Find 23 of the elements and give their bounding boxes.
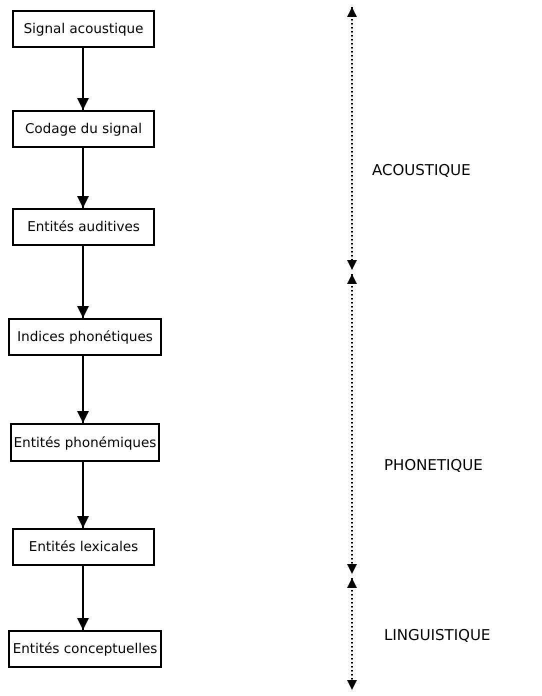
process-box	[8, 318, 162, 356]
process-box	[12, 208, 155, 246]
box-label: Indices phonétiques	[17, 329, 153, 345]
range-label: ACOUSTIQUE	[372, 161, 471, 179]
arrow	[77, 566, 89, 630]
arrow	[77, 48, 89, 110]
box-label: Entités lexicales	[28, 539, 138, 555]
range-label: PHONETIQUE	[384, 456, 483, 474]
arrow	[77, 462, 89, 528]
process-box	[12, 110, 155, 148]
arrow	[77, 246, 89, 318]
box-label: Entités phonémiques	[14, 434, 156, 450]
range-label: LINGUISTIQUE	[384, 626, 490, 644]
box-label: Entités conceptuelles	[12, 641, 158, 657]
process-box	[10, 423, 160, 462]
arrow	[77, 356, 89, 423]
arrow	[77, 148, 89, 208]
box-label: Codage du signal	[24, 121, 142, 137]
process-box	[12, 528, 155, 566]
box-label: Entités auditives	[27, 219, 140, 235]
process-box	[8, 630, 162, 668]
process-box	[12, 10, 155, 48]
box-label: Signal acoustique	[24, 21, 144, 37]
